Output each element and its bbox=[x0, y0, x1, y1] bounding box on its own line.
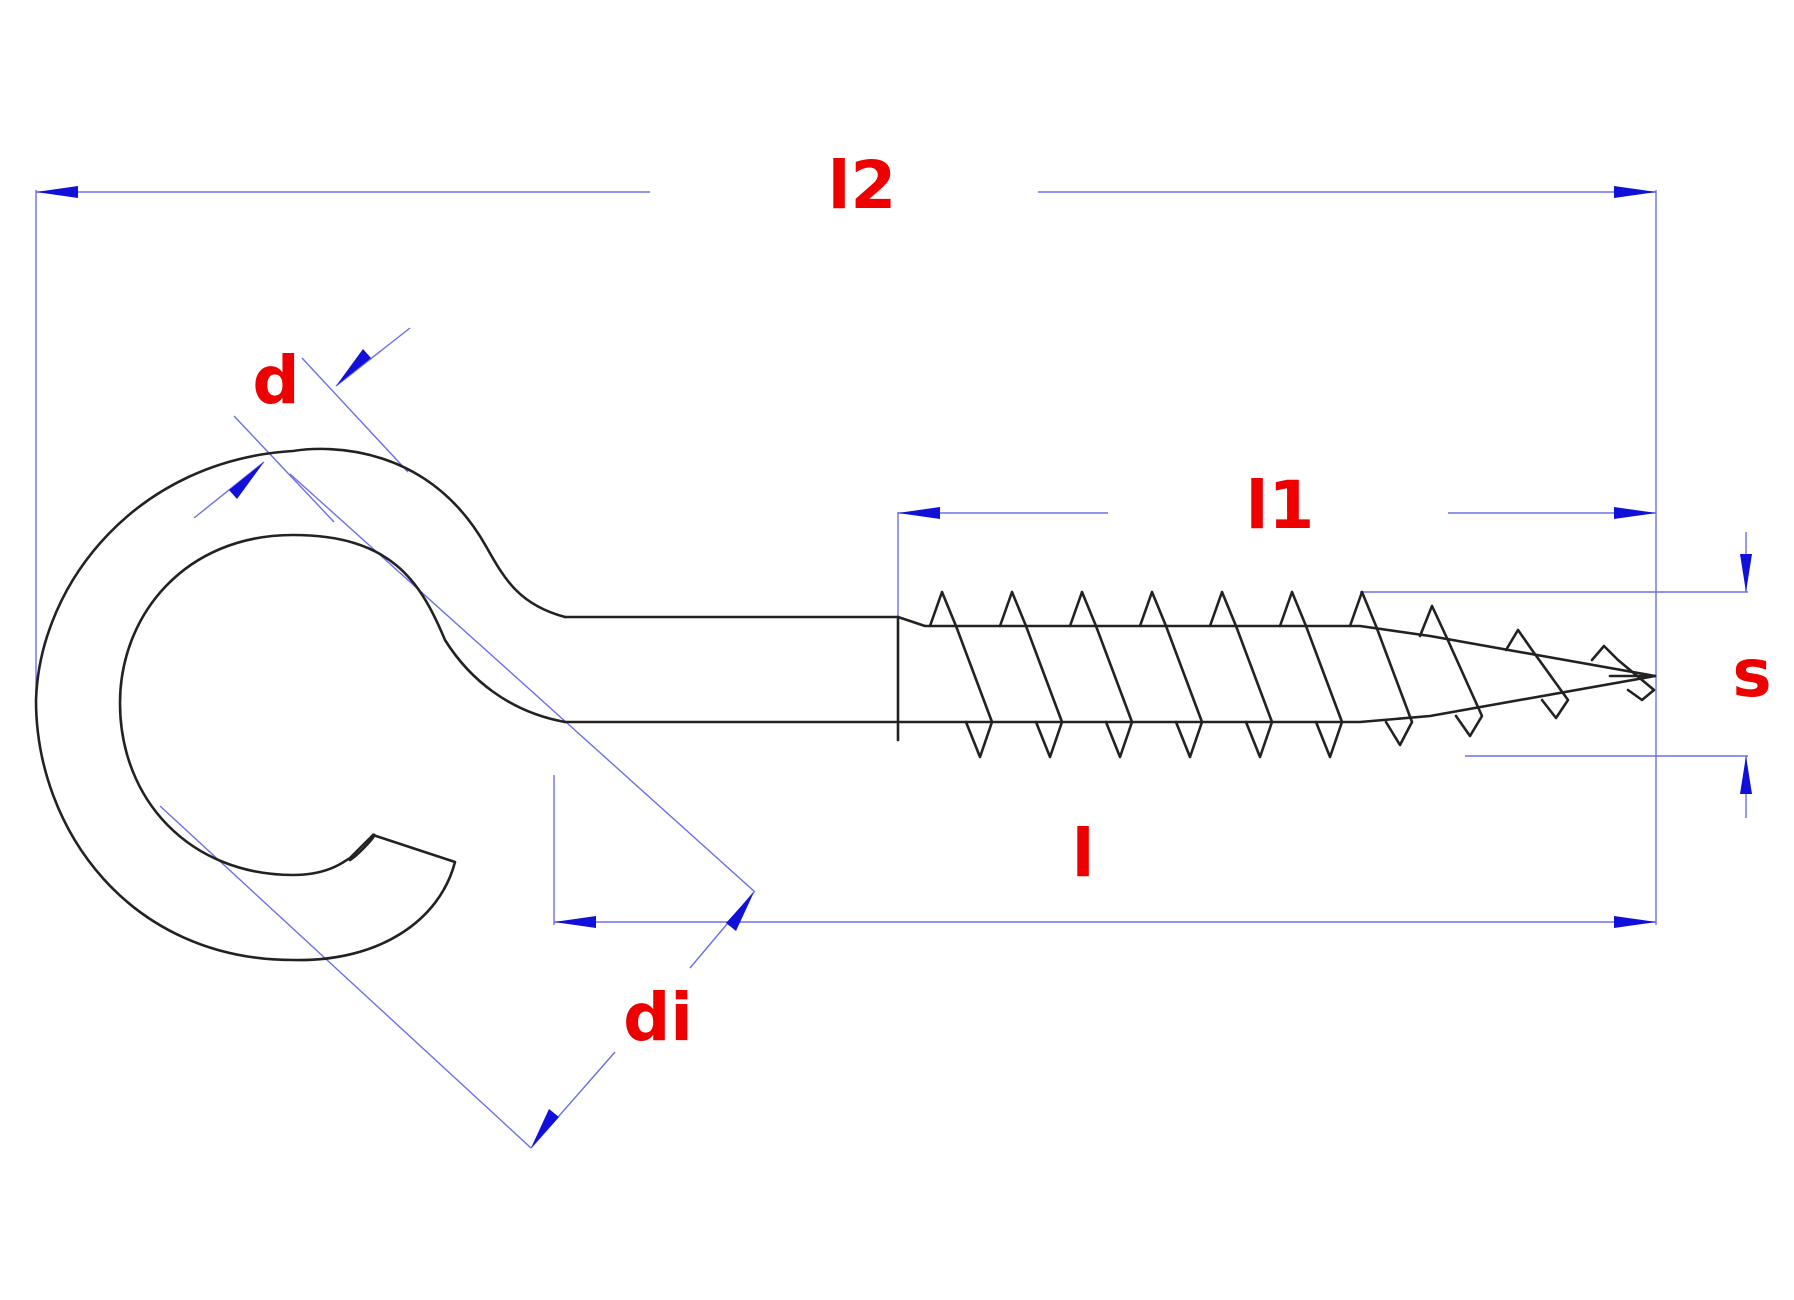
dimension-lines bbox=[35, 190, 1748, 1149]
di-extension-lower bbox=[159, 805, 532, 1149]
thread-flight-10 bbox=[1590, 644, 1656, 702]
label-s: s bbox=[1732, 635, 1771, 712]
thread-core bbox=[896, 615, 1657, 724]
thread-flight-6 bbox=[1278, 590, 1344, 759]
l2-arrow-right bbox=[1614, 186, 1656, 198]
thread-flight-9 bbox=[1504, 628, 1570, 720]
l2-arrow-left bbox=[36, 186, 78, 198]
d-dimension-line-outer bbox=[335, 327, 411, 387]
arrowheads bbox=[36, 186, 1752, 1148]
s-arrow-top bbox=[1740, 554, 1752, 592]
hook-inner-outline bbox=[118, 533, 567, 877]
d-extension-outer bbox=[301, 357, 409, 473]
label-l: l bbox=[1072, 815, 1095, 892]
label-l1: l1 bbox=[1246, 467, 1315, 544]
thread-flight-1 bbox=[928, 590, 994, 759]
thread-flight-4 bbox=[1138, 590, 1204, 759]
thread-flights bbox=[928, 590, 1656, 759]
screw-hook bbox=[34, 447, 1657, 962]
d-extension-inner bbox=[233, 415, 335, 523]
l-arrow-left bbox=[554, 916, 596, 928]
d-arrow-inner bbox=[229, 462, 264, 499]
di-arrow-upper bbox=[726, 892, 754, 931]
thread-flight-3 bbox=[1068, 590, 1134, 759]
thread-flight-8 bbox=[1418, 604, 1484, 738]
l-arrow-right bbox=[1614, 916, 1656, 928]
di-arrow-lower bbox=[531, 1109, 559, 1148]
l1-arrow-right bbox=[1614, 507, 1656, 519]
di-extension-upper bbox=[289, 473, 756, 893]
label-l2: l2 bbox=[828, 147, 897, 224]
thread-flight-2 bbox=[998, 590, 1064, 759]
dimension-labels: l2 l1 l d di s bbox=[252, 147, 1771, 1056]
l1-arrow-left bbox=[898, 507, 940, 519]
thread-flight-5 bbox=[1208, 590, 1274, 759]
label-di: di bbox=[623, 979, 693, 1056]
d-arrow-outer bbox=[336, 349, 371, 386]
thread-flight-7 bbox=[1348, 590, 1414, 747]
s-arrow-bottom bbox=[1740, 756, 1752, 794]
label-d: d bbox=[252, 342, 299, 419]
hook-outer-outline bbox=[34, 447, 567, 962]
